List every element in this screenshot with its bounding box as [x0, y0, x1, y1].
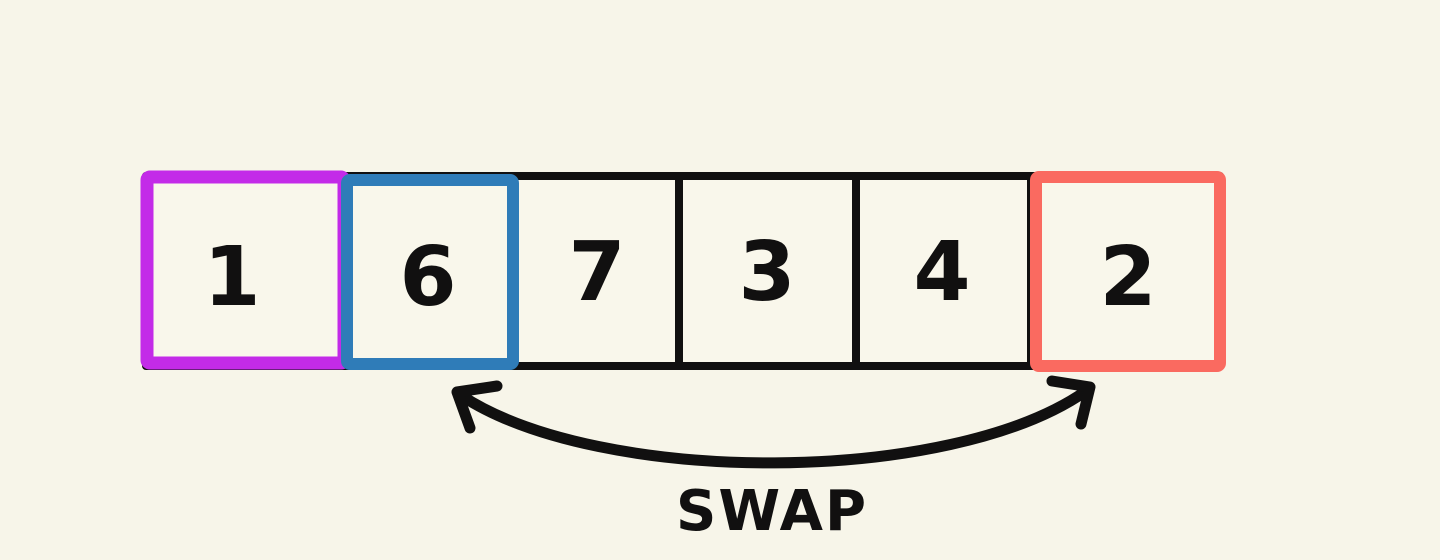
- swap-arrow-head-right: [1046, 375, 1096, 430]
- array-cell-4-value: 4: [913, 225, 970, 320]
- array-cell-1-highlight-border: [341, 174, 519, 370]
- array-cell-1[interactable]: 6: [341, 174, 519, 370]
- array-cell-2-value: 7: [568, 225, 625, 320]
- array-cell-4[interactable]: 4: [913, 225, 970, 320]
- array-cell-5-highlight-border: [1030, 171, 1226, 372]
- array-cell-5-value: 2: [1099, 230, 1156, 325]
- array-cell-3[interactable]: 3: [738, 225, 795, 320]
- array-cell-3-value: 3: [738, 225, 795, 320]
- swap-label: SWAP: [676, 479, 868, 544]
- swap-arrow-curve: [456, 385, 1092, 469]
- array-base-outline: [142, 172, 1224, 370]
- array-cell-0-value: 1: [203, 230, 260, 325]
- array-cell-1-value: 6: [399, 230, 456, 325]
- array-cell-5[interactable]: 2: [1030, 171, 1226, 372]
- array-cell-2[interactable]: 7: [568, 225, 625, 320]
- swap-arrow: [451, 375, 1096, 469]
- swap-arrow-head-left: [451, 380, 503, 434]
